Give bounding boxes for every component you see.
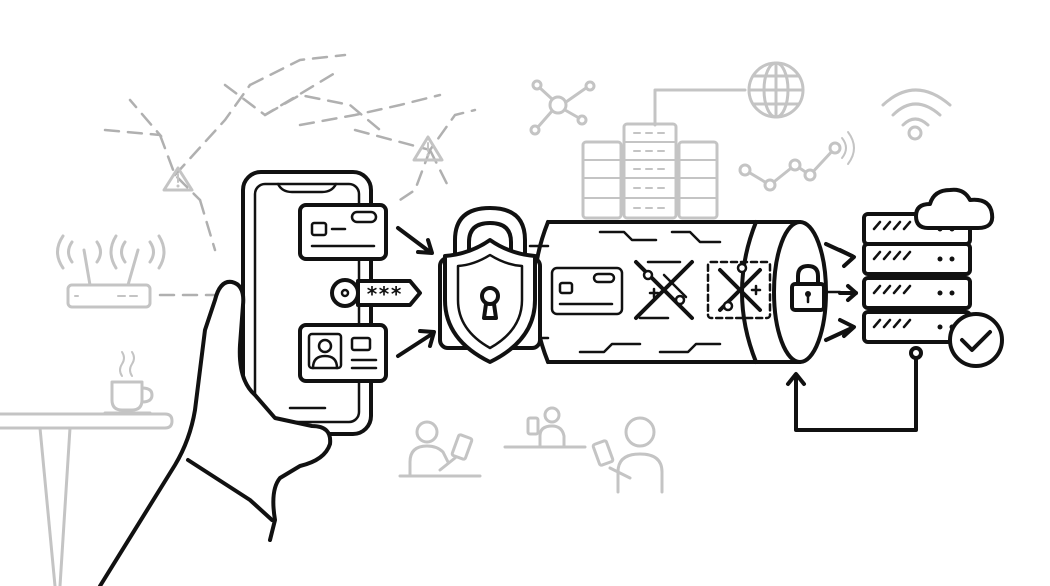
arrow-line [824, 326, 854, 342]
person-at-desk-icon [503, 406, 587, 449]
person-with-phone-icon [398, 420, 482, 478]
cafe-table [0, 412, 174, 586]
coffee-cup-icon [103, 351, 154, 415]
arrow-line [396, 226, 432, 254]
connector-line [653, 88, 747, 127]
password-mask-text: *** [366, 282, 402, 306]
arrow-head-icon [838, 248, 856, 268]
arrow-head-icon [846, 284, 858, 302]
shield-lock-icon [438, 206, 542, 364]
globe-icon [747, 61, 805, 119]
arrow-head-icon [838, 318, 856, 338]
padlock-small-icon [790, 264, 826, 312]
server-stack-icon [862, 212, 972, 344]
router-icon [56, 234, 166, 309]
hand [98, 279, 333, 586]
credit-card-icon [298, 203, 388, 261]
arrow-head-icon [418, 329, 436, 348]
encrypted-data-icon [634, 260, 694, 320]
network-lines [103, 53, 477, 297]
server-rack-background [581, 122, 719, 220]
cloud-icon [914, 187, 995, 230]
wifi-icon [881, 88, 952, 141]
person-with-tablet-icon [591, 416, 664, 494]
credit-card-icon [550, 266, 624, 316]
line-graph-icon [738, 131, 855, 192]
check-badge-icon [948, 312, 1004, 368]
feedback-loop-arrow [786, 346, 923, 432]
arrow-line [396, 332, 434, 358]
encrypted-data-icon [706, 260, 772, 320]
warning-icon [162, 166, 194, 192]
id-card-icon [298, 323, 388, 383]
warning-icon [412, 135, 444, 162]
network-nodes-icon [529, 79, 596, 136]
password-key-icon: *** [330, 278, 422, 308]
arrow-head-icon [416, 238, 434, 255]
